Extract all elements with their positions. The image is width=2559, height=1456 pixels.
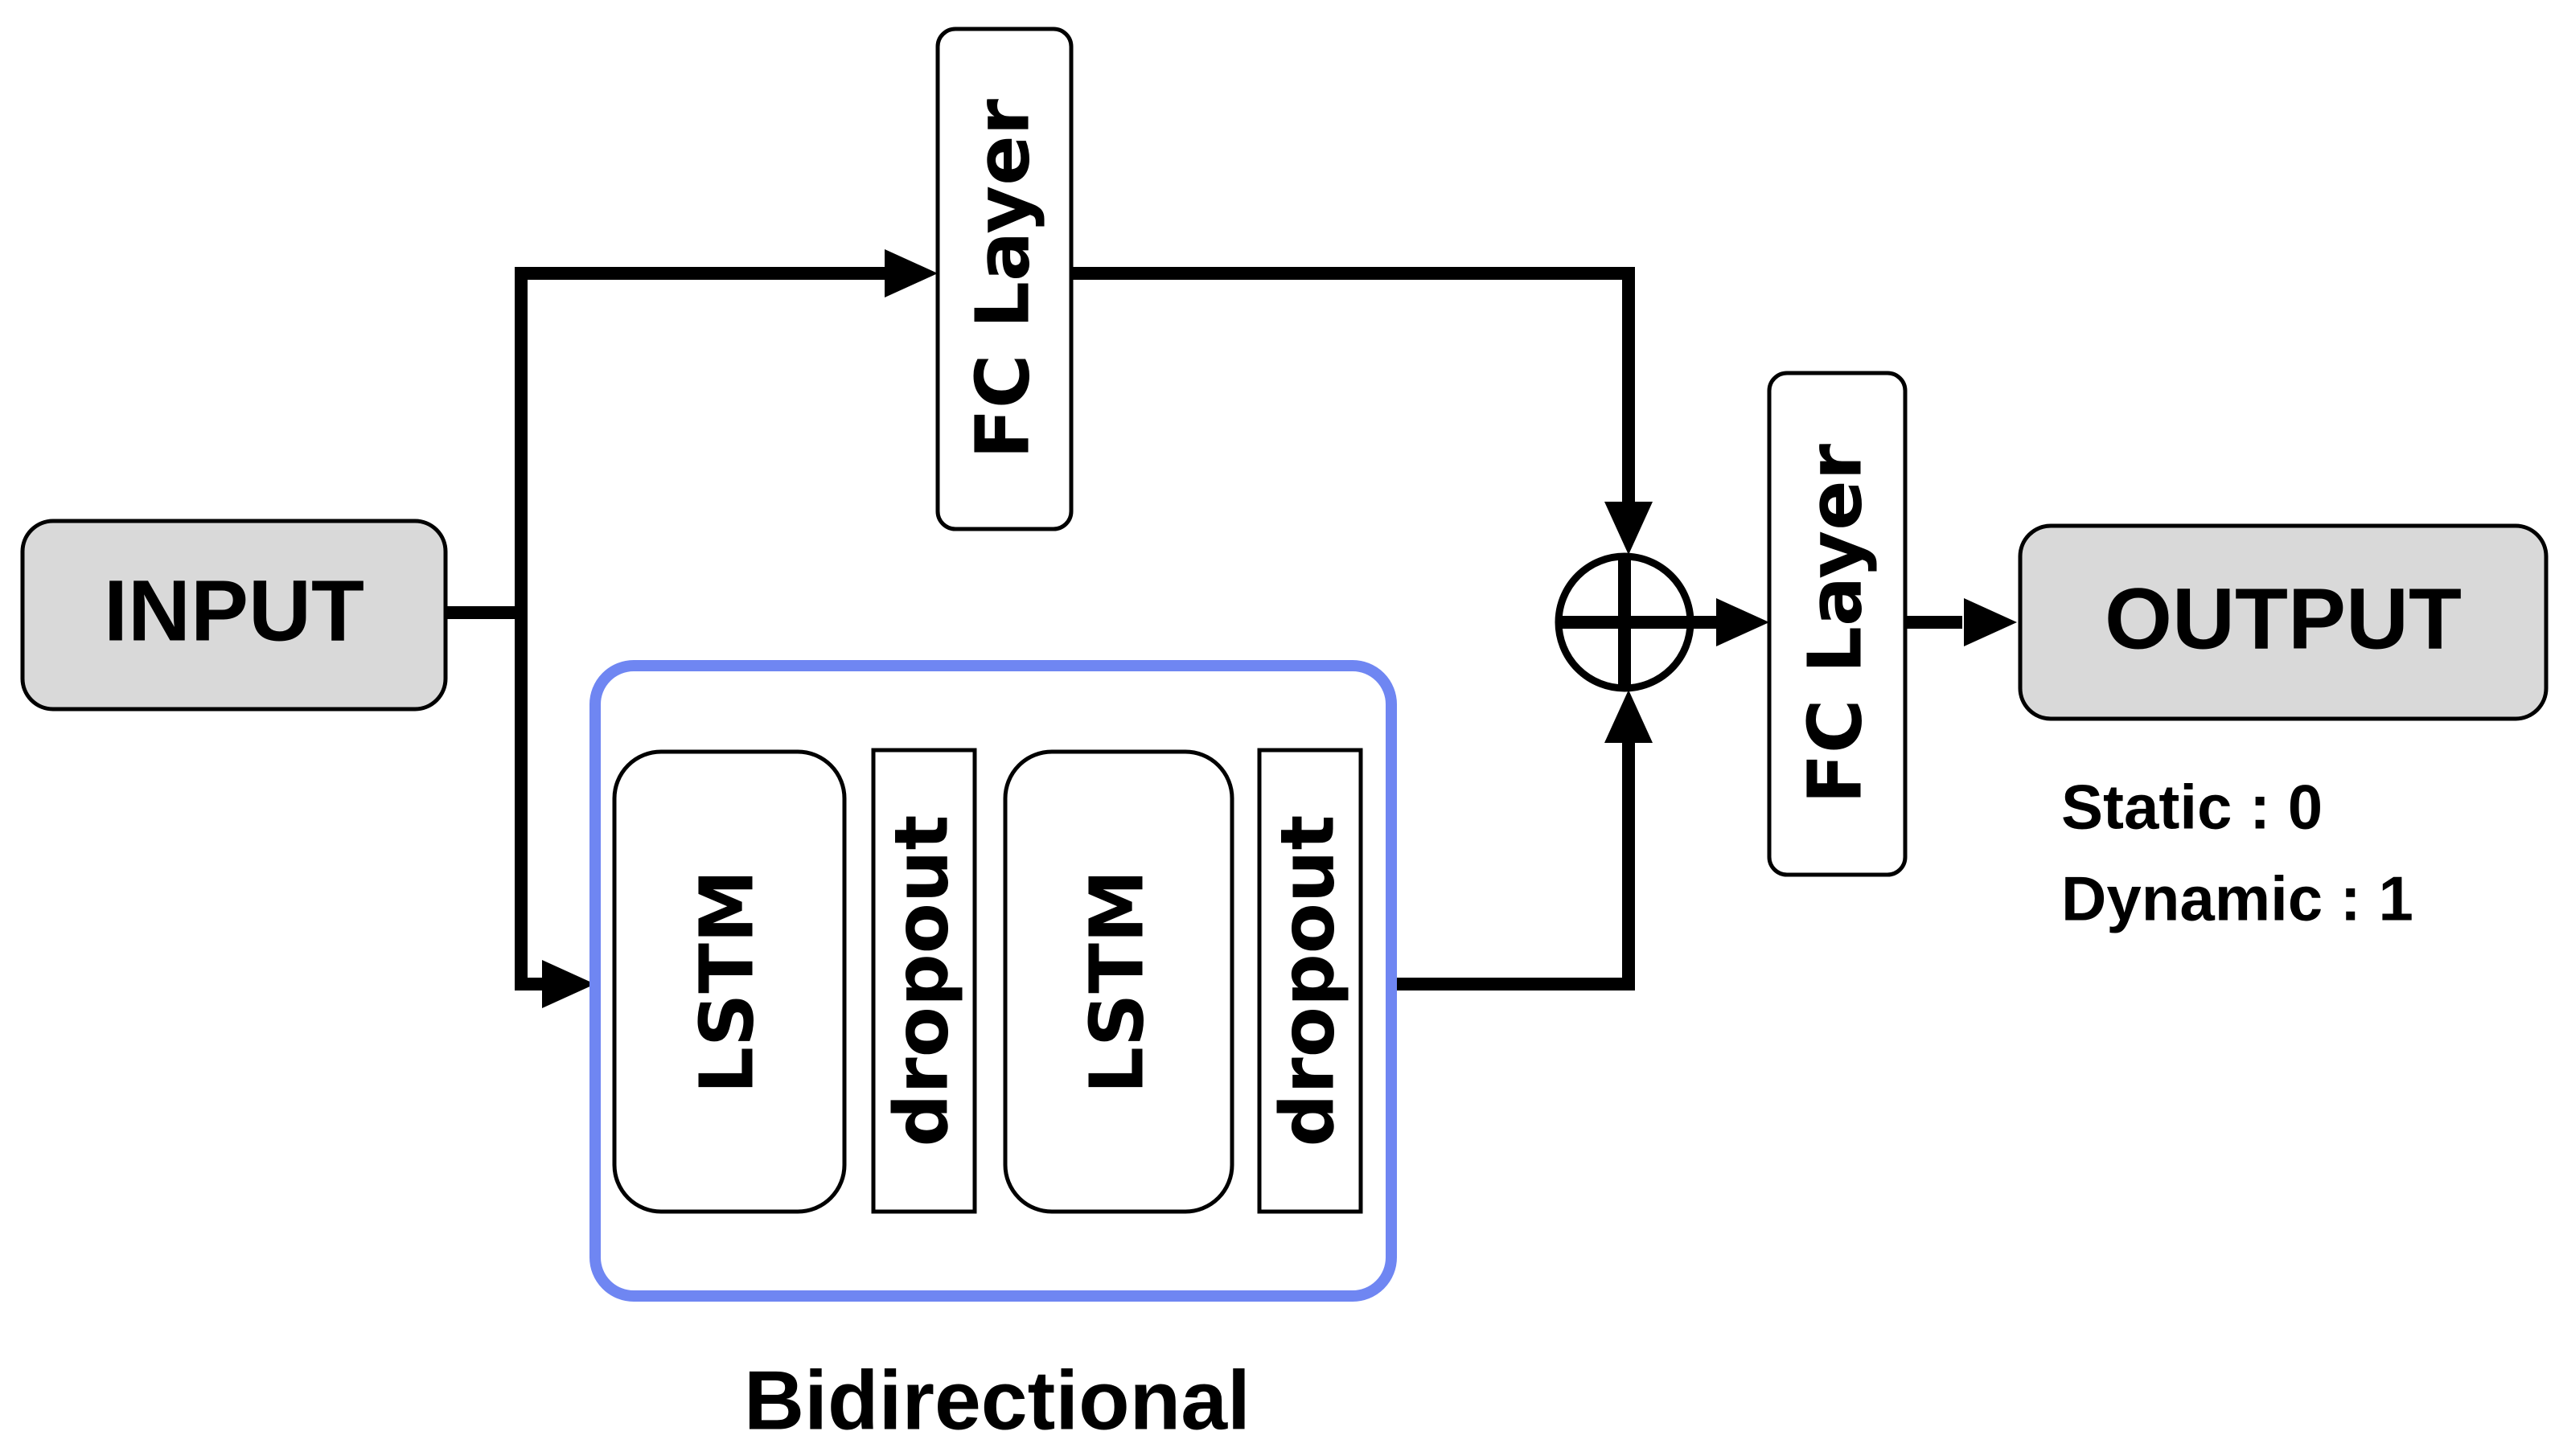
dropout-1: dropout bbox=[871, 748, 977, 1214]
dropout-2-label: dropout bbox=[1264, 815, 1350, 1147]
input-box bbox=[20, 519, 448, 712]
static-class-label: Static : 0 bbox=[2061, 772, 2323, 843]
arrow-into-bidirectional bbox=[542, 960, 595, 1008]
output-label: OUTPUT bbox=[2105, 570, 2462, 667]
arrow-into-fc-top bbox=[885, 249, 938, 297]
input-node: INPUT bbox=[20, 519, 448, 712]
fc-layer-top-node: FC Layer bbox=[935, 27, 1074, 531]
input-label: INPUT bbox=[104, 562, 364, 659]
output-class-legend: Static : 0 Dynamic : 1 bbox=[2061, 772, 2413, 934]
lstm-1-label: LSTM bbox=[684, 869, 770, 1093]
fc-top-to-sum-wire bbox=[1071, 267, 1635, 507]
dropout-2-box bbox=[1257, 748, 1363, 1214]
bidirectional-to-sum-wire bbox=[1391, 738, 1635, 990]
lstm-2-label: LSTM bbox=[1074, 869, 1160, 1093]
lstm-2: LSTM bbox=[1003, 749, 1234, 1214]
arrow-into-output bbox=[1964, 598, 2017, 646]
lstm-2-box bbox=[1003, 749, 1234, 1214]
fc-layer-right-box bbox=[1767, 371, 1908, 877]
add-circle-icon bbox=[1555, 552, 1694, 692]
fc-layer-top-box bbox=[935, 27, 1074, 531]
arrow-into-sum-from-top bbox=[1604, 502, 1653, 555]
output-box bbox=[2018, 523, 2549, 721]
output-node: OUTPUT bbox=[2018, 523, 2549, 721]
arrowheads bbox=[542, 249, 2017, 1008]
fc-layer-top-label: FC Layer bbox=[959, 98, 1045, 459]
bidirectional-block: LSTM dropout LSTM dropout Bidirectional bbox=[589, 660, 1397, 1447]
dropout-1-box bbox=[871, 748, 977, 1214]
fc-layer-right-label: FC Layer bbox=[1792, 443, 1878, 804]
dropout-1-label: dropout bbox=[878, 815, 964, 1147]
dynamic-class-label: Dynamic : 1 bbox=[2061, 863, 2413, 934]
arrow-into-sum-from-bottom bbox=[1604, 690, 1653, 743]
sum-node bbox=[1555, 552, 1694, 692]
bidirectional-border bbox=[589, 660, 1397, 1302]
dropout-2: dropout bbox=[1257, 748, 1363, 1214]
connectors bbox=[446, 267, 1962, 990]
lstm-1-box bbox=[612, 749, 847, 1214]
lstm-1: LSTM bbox=[612, 749, 847, 1214]
arrow-into-fc-right bbox=[1716, 598, 1769, 646]
fc-layer-right-node: FC Layer bbox=[1767, 371, 1908, 877]
bidirectional-caption: Bidirectional bbox=[744, 1354, 1251, 1447]
